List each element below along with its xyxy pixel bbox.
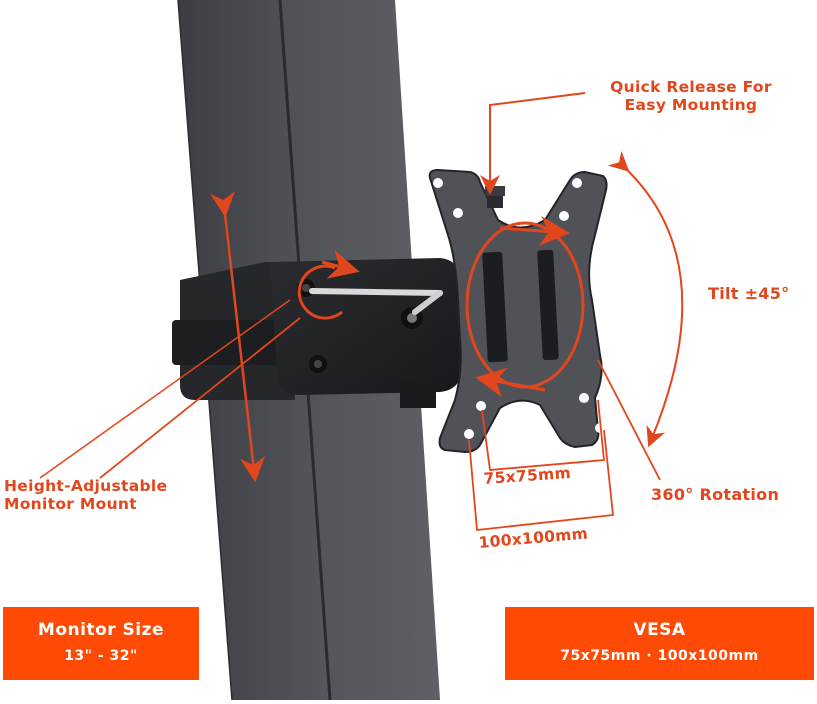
vesa-title: VESA — [633, 620, 686, 640]
callout-rotation: 360° Rotation — [651, 485, 780, 504]
callout-height-line1: Height-Adjustable — [4, 477, 168, 495]
monitor-size-value: 13" - 32" — [64, 648, 138, 664]
monitor-size-title: Monitor Size — [37, 620, 165, 640]
callout-quick-release: Quick Release For Easy Mounting — [566, 78, 816, 115]
callout-height-line2: Monitor Mount — [4, 494, 137, 513]
vesa-banner: VESA 75x75mm · 100x100mm — [505, 607, 814, 680]
annotation-lines — [39, 92, 684, 531]
callout-quick-release-line1: Quick Release For — [610, 78, 772, 96]
callout-quick-release-line2: Easy Mounting — [624, 95, 758, 114]
callout-height-adjustable: Height-Adjustable Monitor Mount — [4, 477, 168, 514]
callout-tilt: Tilt ±45° — [708, 284, 790, 303]
vesa-value: 75x75mm · 100x100mm — [560, 648, 759, 664]
monitor-size-banner: Monitor Size 13" - 32" — [3, 607, 199, 680]
